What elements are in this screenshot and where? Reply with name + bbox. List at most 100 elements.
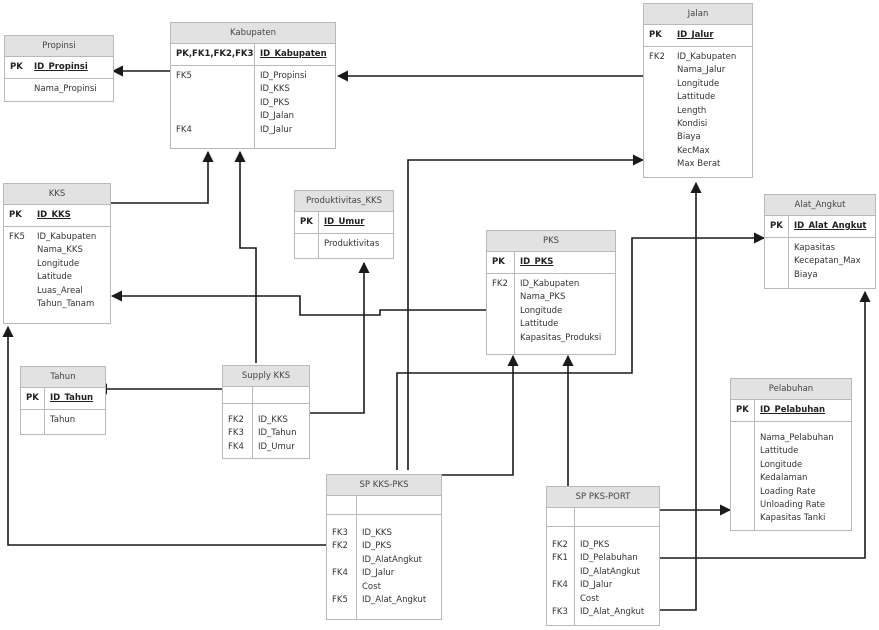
fields-row: FK5 FK4 ID_Propinsi ID_KKS ID_PKS ID_Jal… (171, 66, 335, 148)
pk-field: ID_PKS (520, 257, 554, 267)
key-list: FK2 (487, 274, 515, 354)
entity-title: Tahun (21, 367, 105, 388)
field-list: Nama_Propinsi (34, 84, 97, 94)
pk-field (253, 387, 309, 403)
field-list: ID_Kabupaten Nama_KKS Longitude Latitude… (37, 232, 97, 310)
link-kks-kabupaten (110, 150, 214, 204)
pk-field: ID_Umur (324, 217, 365, 227)
field-list: ID_Kabupaten Nama_PKS Longitude Lattitud… (520, 279, 602, 343)
link-sppks-alat (660, 290, 871, 559)
fields-row: Nama_Pelabuhan Lattitude Longitude Kedal… (731, 422, 851, 530)
entity-kks[interactable]: KKS PK ID_KKS FK5 ID_Kabupaten Nama_KKS … (3, 183, 111, 324)
link-spkks-pks (442, 354, 519, 476)
key-label (327, 496, 357, 514)
entity-title: Alat_Angkut (765, 195, 875, 216)
entity-title: Supply KKS (223, 366, 309, 387)
pk-field: ID_KKS (37, 210, 71, 220)
pk-row: PK ID_Propinsi (5, 57, 113, 79)
field-list: ID_KKS ID_PKS ID_AlatAngkut ID_Jalur Cos… (362, 528, 427, 606)
pk-row: PK,FK1,FK2,FK3 ID_Kabupaten (171, 44, 335, 66)
entity-supply-kks[interactable]: Supply KKS FK2 FK3 FK4 ID_KKS ID_Tahun I… (222, 365, 310, 459)
field-list: ID_Propinsi ID_KKS ID_PKS ID_Jalan ID_Ja… (260, 71, 307, 135)
key-label: PK (295, 212, 319, 233)
field-list: ID_PKS ID_Pelabuhan ID_AlatAngkut ID_Jal… (580, 540, 645, 618)
key-label: PK (731, 400, 755, 421)
entity-alat-angkut[interactable]: Alat_Angkut PK ID_Alat_Angkut Kapasitas … (764, 194, 876, 289)
entity-title: Jalan (644, 4, 752, 25)
entity-sp-pks-port[interactable]: SP PKS-PORT FK2 FK1 FK4 FK3 ID_PKS ID_Pe… (546, 486, 660, 626)
entity-pelabuhan[interactable]: Pelabuhan PK ID_Pelabuhan Nama_Pelabuhan… (730, 378, 852, 531)
field-list: Nama_Pelabuhan Lattitude Longitude Kedal… (760, 433, 834, 524)
entity-kabupaten[interactable]: Kabupaten PK,FK1,FK2,FK3 ID_Kabupaten FK… (170, 22, 336, 149)
link-pks-kks (110, 290, 486, 316)
pk-row (223, 387, 309, 404)
key-list: FK3 FK2 FK4 FK5 (327, 515, 357, 619)
pk-field: ID_Tahun (50, 393, 94, 403)
pk-row: PK ID_KKS (4, 205, 110, 227)
entity-produktivitas[interactable]: Produktivitas_KKS PK ID_Umur Produktivit… (294, 190, 394, 259)
pk-field: ID_Alat_Angkut (794, 221, 867, 231)
field-list: Produktivitas (324, 239, 380, 249)
key-list (21, 410, 45, 434)
key-label: PK (765, 216, 789, 237)
key-list: FK2 FK3 FK4 (223, 404, 253, 458)
key-list (295, 234, 319, 258)
fields-row: FK3 FK2 FK4 FK5 ID_KKS ID_PKS ID_AlatAng… (327, 515, 441, 619)
link-spkks-jalan (407, 154, 645, 470)
key-label: PK (21, 388, 45, 409)
entity-title: Propinsi (5, 36, 113, 57)
pk-row: PK ID_Tahun (21, 388, 105, 410)
pk-field (575, 508, 659, 526)
key-label: PK,FK1,FK2,FK3 (171, 44, 255, 65)
fields-row: Produktivitas (295, 234, 393, 258)
entity-title: Kabupaten (171, 23, 335, 44)
key-list (765, 238, 789, 288)
key-list: FK2 (649, 52, 665, 62)
key-list (5, 79, 29, 101)
pk-row (327, 496, 441, 515)
fields-row: FK2 ID_Kabupaten Nama_PKS Longitude Latt… (487, 274, 615, 354)
entity-title: SP KKS-PKS (327, 475, 441, 496)
entity-pks[interactable]: PKS PK ID_PKS FK2 ID_Kabupaten Nama_PKS … (486, 230, 616, 355)
entity-title: KKS (4, 184, 110, 205)
field-list: ID_Kabupaten Nama_Jalur Longitude Lattit… (677, 52, 737, 170)
entity-title: Produktivitas_KKS (295, 191, 393, 212)
link-supply-kabupaten (234, 150, 257, 363)
pk-row: PK ID_Pelabuhan (731, 400, 851, 422)
key-label: PK (649, 30, 662, 40)
key-label (547, 508, 575, 526)
pk-row: PK ID_Alat_Angkut (765, 216, 875, 238)
pk-field: ID_Jalur (677, 30, 714, 40)
fields-row: Kapasitas Kecepatan_Max Biaya (765, 238, 875, 288)
entity-title: PKS (487, 231, 615, 252)
key-list: FK2 FK1 FK4 FK3 (547, 527, 575, 625)
entity-tahun[interactable]: Tahun PK ID_Tahun Tahun (20, 366, 106, 435)
entity-propinsi[interactable]: Propinsi PK ID_Propinsi Nama_Propinsi (4, 35, 114, 102)
pk-row (547, 508, 659, 527)
fields-row: FK2 FK1 FK4 FK3 ID_PKS ID_Pelabuhan ID_A… (547, 527, 659, 625)
entity-title: SP PKS-PORT (547, 487, 659, 508)
pk-field: ID_Propinsi (34, 62, 88, 72)
fields-row: FK2 FK3 FK4 ID_KKS ID_Tahun ID_Umur (223, 404, 309, 458)
key-label: PK (10, 62, 23, 72)
pk-field (357, 496, 441, 514)
entity-jalan[interactable]: Jalan PK ID_Jalur FK2 ID_Kabupaten Nama_… (643, 3, 753, 178)
fields-row: FK5 ID_Kabupaten Nama_KKS Longitude Lati… (4, 227, 110, 323)
fields-row: Tahun (21, 410, 105, 434)
fields-row: Nama_Propinsi (5, 79, 113, 101)
pk-row: PK ID_PKS (487, 252, 615, 274)
field-list: Tahun (50, 415, 76, 425)
link-sppks-jalan (660, 181, 702, 611)
key-list: FK5 (9, 232, 25, 242)
link-spkks-kks (2, 325, 326, 546)
field-list: ID_KKS ID_Tahun ID_Umur (258, 415, 297, 452)
link-supply-produktivitas (309, 261, 370, 414)
entity-sp-kks-pks[interactable]: SP KKS-PKS FK3 FK2 FK4 FK5 ID_KKS ID_PKS… (326, 474, 442, 620)
key-label: PK (487, 252, 515, 273)
field-list: Kapasitas Kecepatan_Max Biaya (794, 243, 861, 280)
pk-row: PK ID_Jalur (644, 25, 752, 47)
key-list (731, 422, 755, 530)
key-label (223, 387, 253, 403)
key-label: PK (9, 210, 22, 220)
